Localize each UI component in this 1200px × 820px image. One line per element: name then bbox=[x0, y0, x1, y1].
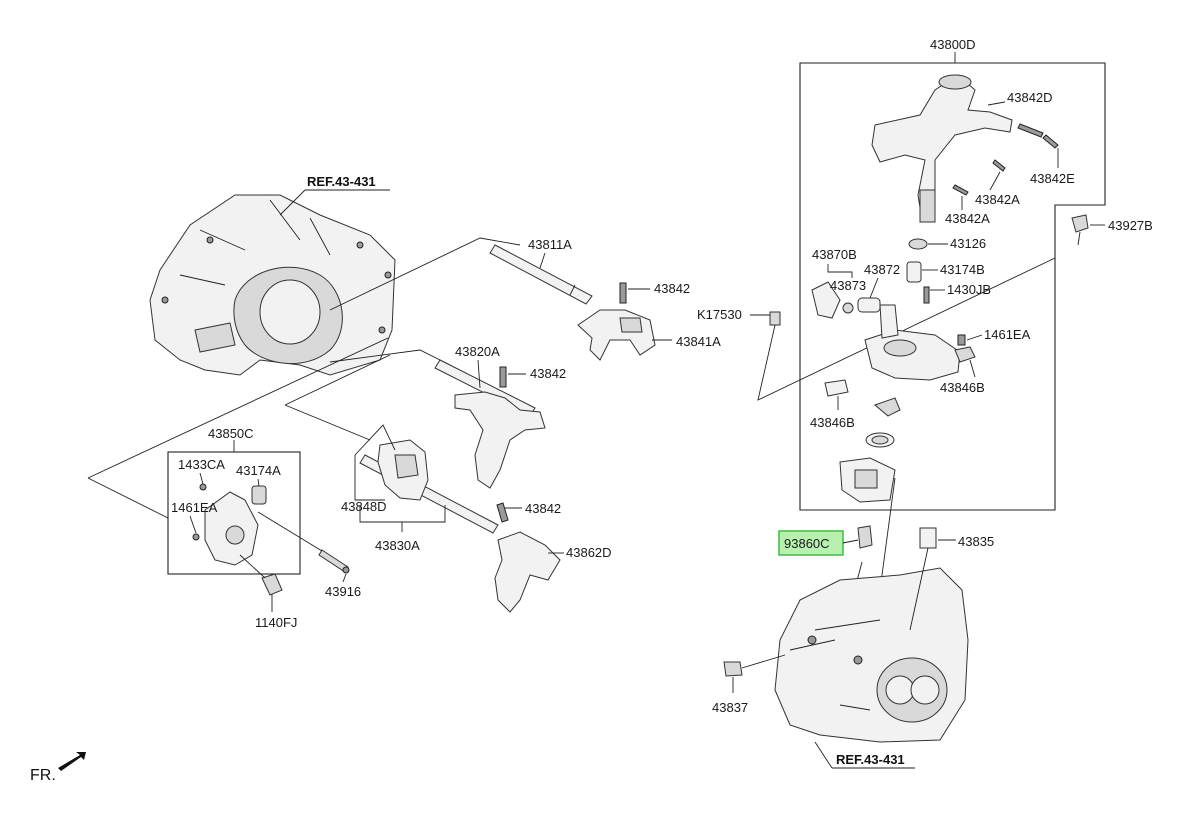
bolt-43916[interactable] bbox=[257, 511, 350, 574]
leader-43842A-b bbox=[989, 171, 1001, 191]
part-label-43848D[interactable]: 43848D bbox=[341, 499, 387, 514]
part-label-43174B[interactable]: 43174B bbox=[940, 262, 985, 277]
pin-43842A-lower[interactable] bbox=[952, 184, 969, 196]
shift-control-housing[interactable] bbox=[864, 304, 961, 381]
part-label-43830A[interactable]: 43830A bbox=[375, 538, 420, 553]
plug-43835[interactable] bbox=[909, 527, 937, 631]
shift-rail-43811A[interactable] bbox=[489, 244, 593, 305]
part-label-43820A[interactable]: 43820A bbox=[455, 344, 500, 359]
part-label-43842-c[interactable]: 43842 bbox=[525, 501, 561, 516]
plug-43846B-right[interactable] bbox=[954, 346, 976, 363]
lever-43870B[interactable] bbox=[811, 281, 841, 319]
switch-93860C[interactable] bbox=[857, 525, 873, 549]
pin-43842E[interactable] bbox=[1042, 134, 1059, 149]
part-label-1430JB[interactable]: 1430JB bbox=[947, 282, 991, 297]
bracket-43830A bbox=[359, 505, 446, 532]
part-label-43846B-l[interactable]: 43846B bbox=[810, 415, 855, 430]
part-label-43174A[interactable]: 43174A bbox=[236, 463, 281, 478]
part-label-1433CA[interactable]: 1433CA bbox=[178, 457, 225, 472]
highlight-93860C bbox=[778, 530, 844, 556]
switch-K17530[interactable] bbox=[757, 257, 1056, 401]
shift-lug-43848D[interactable] bbox=[377, 439, 429, 501]
ref-leader-top-left bbox=[279, 189, 306, 216]
shift-fork-43841A[interactable] bbox=[577, 309, 656, 361]
part-label-43842E[interactable]: 43842E bbox=[1030, 171, 1075, 186]
leader-1461EA-l bbox=[189, 515, 197, 534]
leader-43846B-r bbox=[969, 359, 976, 378]
pin-43842A-upper[interactable] bbox=[992, 159, 1006, 172]
part-label-43870B[interactable]: 43870B bbox=[812, 247, 857, 262]
spring-43873[interactable] bbox=[842, 302, 854, 314]
leader-43174A bbox=[257, 478, 260, 487]
transaxle-case-right[interactable] bbox=[774, 567, 969, 743]
ref-text-bottom-right[interactable]: REF.43-431 bbox=[836, 752, 905, 767]
leader-43872 bbox=[869, 277, 879, 299]
part-label-43842-b[interactable]: 43842 bbox=[530, 366, 566, 381]
roll-pin-43842-c[interactable] bbox=[496, 502, 509, 523]
part-label-43842A-b[interactable]: 43842A bbox=[975, 192, 1020, 207]
leader-1433CA bbox=[199, 472, 204, 485]
part-label-43835[interactable]: 43835 bbox=[958, 534, 994, 549]
part-label-43811A[interactable]: 43811A bbox=[528, 237, 572, 252]
part-label-1140FJ[interactable]: 1140FJ bbox=[255, 615, 297, 630]
part-label-43873[interactable]: 43873 bbox=[830, 278, 866, 293]
return-spring[interactable] bbox=[865, 432, 895, 448]
leader-43820A bbox=[477, 359, 481, 389]
part-label-43800D[interactable]: 43800D bbox=[930, 37, 976, 52]
part-label-K17530[interactable]: K17530 bbox=[697, 307, 742, 322]
leader-1461EA-r bbox=[966, 334, 983, 341]
part-label-43927B[interactable]: 43927B bbox=[1108, 218, 1153, 233]
part-label-43842-a[interactable]: 43842 bbox=[654, 281, 690, 296]
leader-43916 bbox=[342, 573, 347, 583]
part-label-43862D[interactable]: 43862D bbox=[566, 545, 612, 560]
part-label-43846B-r[interactable]: 43846B bbox=[940, 380, 985, 395]
control-shaft-upper[interactable] bbox=[871, 74, 1013, 223]
pin-1461EA-right[interactable] bbox=[957, 334, 966, 346]
ref-text-top-left[interactable]: REF.43-431 bbox=[307, 174, 376, 189]
plug-43837[interactable] bbox=[723, 654, 786, 677]
bolt-1140FJ[interactable] bbox=[239, 554, 283, 612]
shift-fork-43820A[interactable] bbox=[454, 391, 546, 489]
part-label-43916[interactable]: 43916 bbox=[325, 584, 361, 599]
leader-43842D bbox=[987, 101, 1006, 106]
part-label-43841A[interactable]: 43841A bbox=[676, 334, 721, 349]
ref-label-top-left[interactable]: REF.43-431 bbox=[279, 174, 390, 216]
part-label-43872[interactable]: 43872 bbox=[864, 262, 900, 277]
part-label-43842D[interactable]: 43842D bbox=[1007, 90, 1053, 105]
seal-43872[interactable] bbox=[857, 297, 881, 313]
bracket-43870B bbox=[827, 264, 853, 278]
part-label-43842A-c[interactable]: 43842A bbox=[945, 211, 990, 226]
bracket-43848D bbox=[354, 424, 396, 501]
bushing-43174B[interactable] bbox=[906, 261, 922, 283]
shift-lever-assembly-43850C[interactable] bbox=[192, 483, 267, 566]
detent-plate[interactable] bbox=[874, 397, 901, 417]
leader-43811A bbox=[539, 252, 546, 269]
plug-43846B-left[interactable] bbox=[824, 379, 849, 397]
shift-fork-43862D[interactable] bbox=[494, 531, 561, 613]
part-label-43837[interactable]: 43837 bbox=[712, 700, 748, 715]
leader-93860C bbox=[842, 539, 859, 544]
part-label-1461EA-r[interactable]: 1461EA bbox=[984, 327, 1031, 342]
roll-pin-43842-a[interactable] bbox=[619, 282, 627, 304]
arrow-icon bbox=[58, 752, 86, 771]
washer-43126[interactable] bbox=[908, 238, 928, 250]
part-label-43850C[interactable]: 43850C bbox=[208, 426, 254, 441]
part-label-1461EA-l[interactable]: 1461EA bbox=[171, 500, 218, 515]
bolt-1430JB[interactable] bbox=[923, 286, 930, 304]
assembly-box-43800D[interactable] bbox=[799, 52, 1106, 511]
assembly-box-43850C[interactable] bbox=[167, 440, 301, 575]
front-label: FR. bbox=[30, 767, 56, 784]
pin-43842D[interactable] bbox=[1017, 123, 1044, 138]
ref-leader-bottom-right bbox=[814, 741, 833, 769]
roll-pin-43842-b[interactable] bbox=[499, 366, 507, 388]
part-label-43126[interactable]: 43126 bbox=[950, 236, 986, 251]
front-orientation-indicator: FR. bbox=[30, 752, 86, 784]
ref-label-bottom-right[interactable]: REF.43-431 bbox=[814, 741, 915, 769]
guide-bracket[interactable] bbox=[839, 457, 896, 503]
bolt-43927B[interactable] bbox=[1071, 214, 1089, 246]
part-label-93860C[interactable]: 93860C bbox=[784, 536, 830, 551]
transaxle-case-left[interactable] bbox=[149, 194, 396, 376]
